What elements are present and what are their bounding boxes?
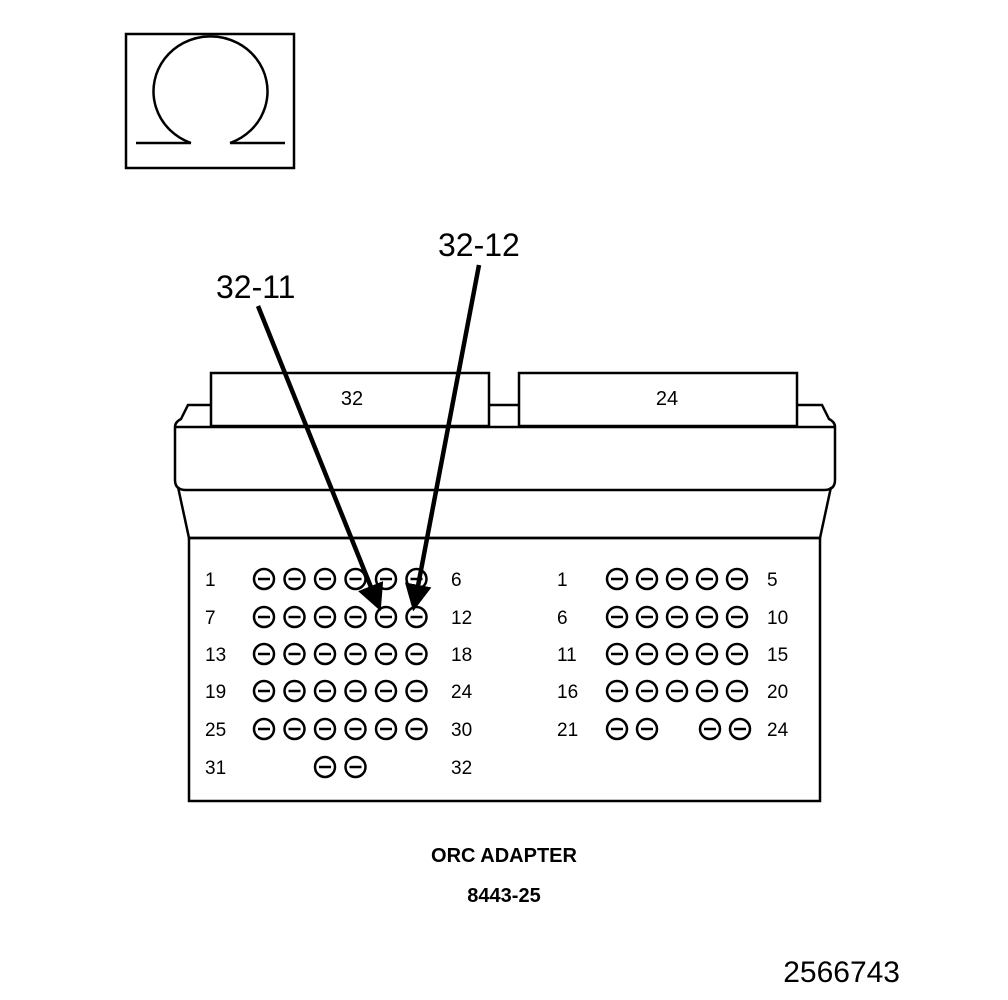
pin-icon <box>605 567 629 591</box>
pin-icon <box>313 642 337 666</box>
right-tab-label: 24 <box>656 388 678 410</box>
left-row-start-label: 7 <box>205 608 216 629</box>
pin-icon <box>728 717 752 741</box>
pin-icon <box>374 605 398 629</box>
pin-icon <box>283 642 306 666</box>
pin-icon <box>665 642 689 666</box>
pin-icon <box>283 679 306 703</box>
pin-icon <box>665 605 689 629</box>
pin-icon <box>695 679 719 703</box>
right-row-end-label: 20 <box>767 682 788 703</box>
pin-icon <box>695 567 719 591</box>
ohm-symbol-icon <box>124 32 296 170</box>
pin-icon <box>283 567 306 591</box>
pin-icon <box>252 642 276 666</box>
pin-icon <box>344 642 367 666</box>
pin-icon <box>344 679 367 703</box>
left-row-end-label: 24 <box>451 682 473 703</box>
figure-id: 2566743 <box>783 956 900 989</box>
pin-icon <box>344 605 367 629</box>
pin-icon <box>665 567 689 591</box>
left-row-start-label: 25 <box>205 720 226 741</box>
adapter-title: ORC ADAPTER <box>431 845 577 867</box>
callout-arrow-left <box>255 305 384 612</box>
left-row-end-label: 30 <box>451 720 472 741</box>
adapter-part-number: 8443-25 <box>467 885 540 907</box>
pin-icon <box>252 605 276 629</box>
pin-icon <box>725 605 749 629</box>
pin-icon <box>695 605 719 629</box>
connector-face <box>187 536 822 803</box>
left-row-start-label: 1 <box>205 570 216 591</box>
pin-icon <box>283 717 306 741</box>
pin-icon <box>405 679 428 703</box>
pin-icon <box>698 717 722 741</box>
left-row-end-label: 6 <box>451 570 462 591</box>
pin-icon <box>252 717 276 741</box>
pin-icon <box>635 642 659 666</box>
right-row-end-label: 5 <box>767 570 778 591</box>
pin-icon <box>635 567 659 591</box>
left-tab-label: 32 <box>341 388 363 410</box>
pin-icon <box>605 717 629 741</box>
callout-label-right: 32-12 <box>438 227 520 263</box>
right-row-end-label: 10 <box>767 608 788 629</box>
right-row-end-label: 15 <box>767 645 788 666</box>
pin-icon <box>725 642 749 666</box>
pin-icon <box>344 755 367 779</box>
pin-icon <box>313 755 337 779</box>
callout-label-left: 32-11 <box>216 269 295 305</box>
right-row-start-label: 11 <box>557 645 577 666</box>
pin-icon <box>252 567 276 591</box>
pin-icon <box>344 567 367 591</box>
pin-icon <box>374 642 398 666</box>
pin-icon <box>665 679 689 703</box>
pin-icon <box>313 717 337 741</box>
pin-icon <box>313 679 337 703</box>
pin-icon <box>344 717 367 741</box>
pin-icon <box>374 567 398 591</box>
pin-icon <box>405 605 428 629</box>
left-row-start-label: 13 <box>205 645 226 666</box>
pin-icon <box>605 605 629 629</box>
pin-icon <box>313 605 337 629</box>
pin-icon <box>635 605 659 629</box>
pin-icon <box>605 679 629 703</box>
left-row-end-label: 32 <box>451 758 472 779</box>
right-row-start-label: 6 <box>557 608 568 629</box>
pin-icon <box>283 605 306 629</box>
pin-icon <box>695 642 719 666</box>
pin-icon <box>252 679 276 703</box>
left-row-start-label: 19 <box>205 682 226 703</box>
pin-icon <box>725 679 749 703</box>
right-row-start-label: 1 <box>557 570 568 591</box>
right-row-end-label: 24 <box>767 720 789 741</box>
pin-icon <box>374 717 398 741</box>
pin-icon <box>605 642 629 666</box>
pin-icon <box>313 567 337 591</box>
left-connector-pins: 1 6 7 12 13 18 19 24 25 30 31 32 <box>205 567 473 779</box>
left-row-end-label: 18 <box>451 645 472 666</box>
left-row-end-label: 12 <box>451 608 472 629</box>
adapter-housing <box>173 371 837 803</box>
right-row-start-label: 16 <box>557 682 578 703</box>
left-row-start-label: 31 <box>205 758 226 779</box>
pin-icon <box>725 567 749 591</box>
pin-icon <box>405 642 428 666</box>
pin-icon <box>374 679 398 703</box>
right-row-start-label: 21 <box>557 720 578 741</box>
pin-icon <box>405 717 428 741</box>
pin-icon <box>635 717 659 741</box>
pin-icon <box>635 679 659 703</box>
callout-arrow-right <box>404 264 482 612</box>
